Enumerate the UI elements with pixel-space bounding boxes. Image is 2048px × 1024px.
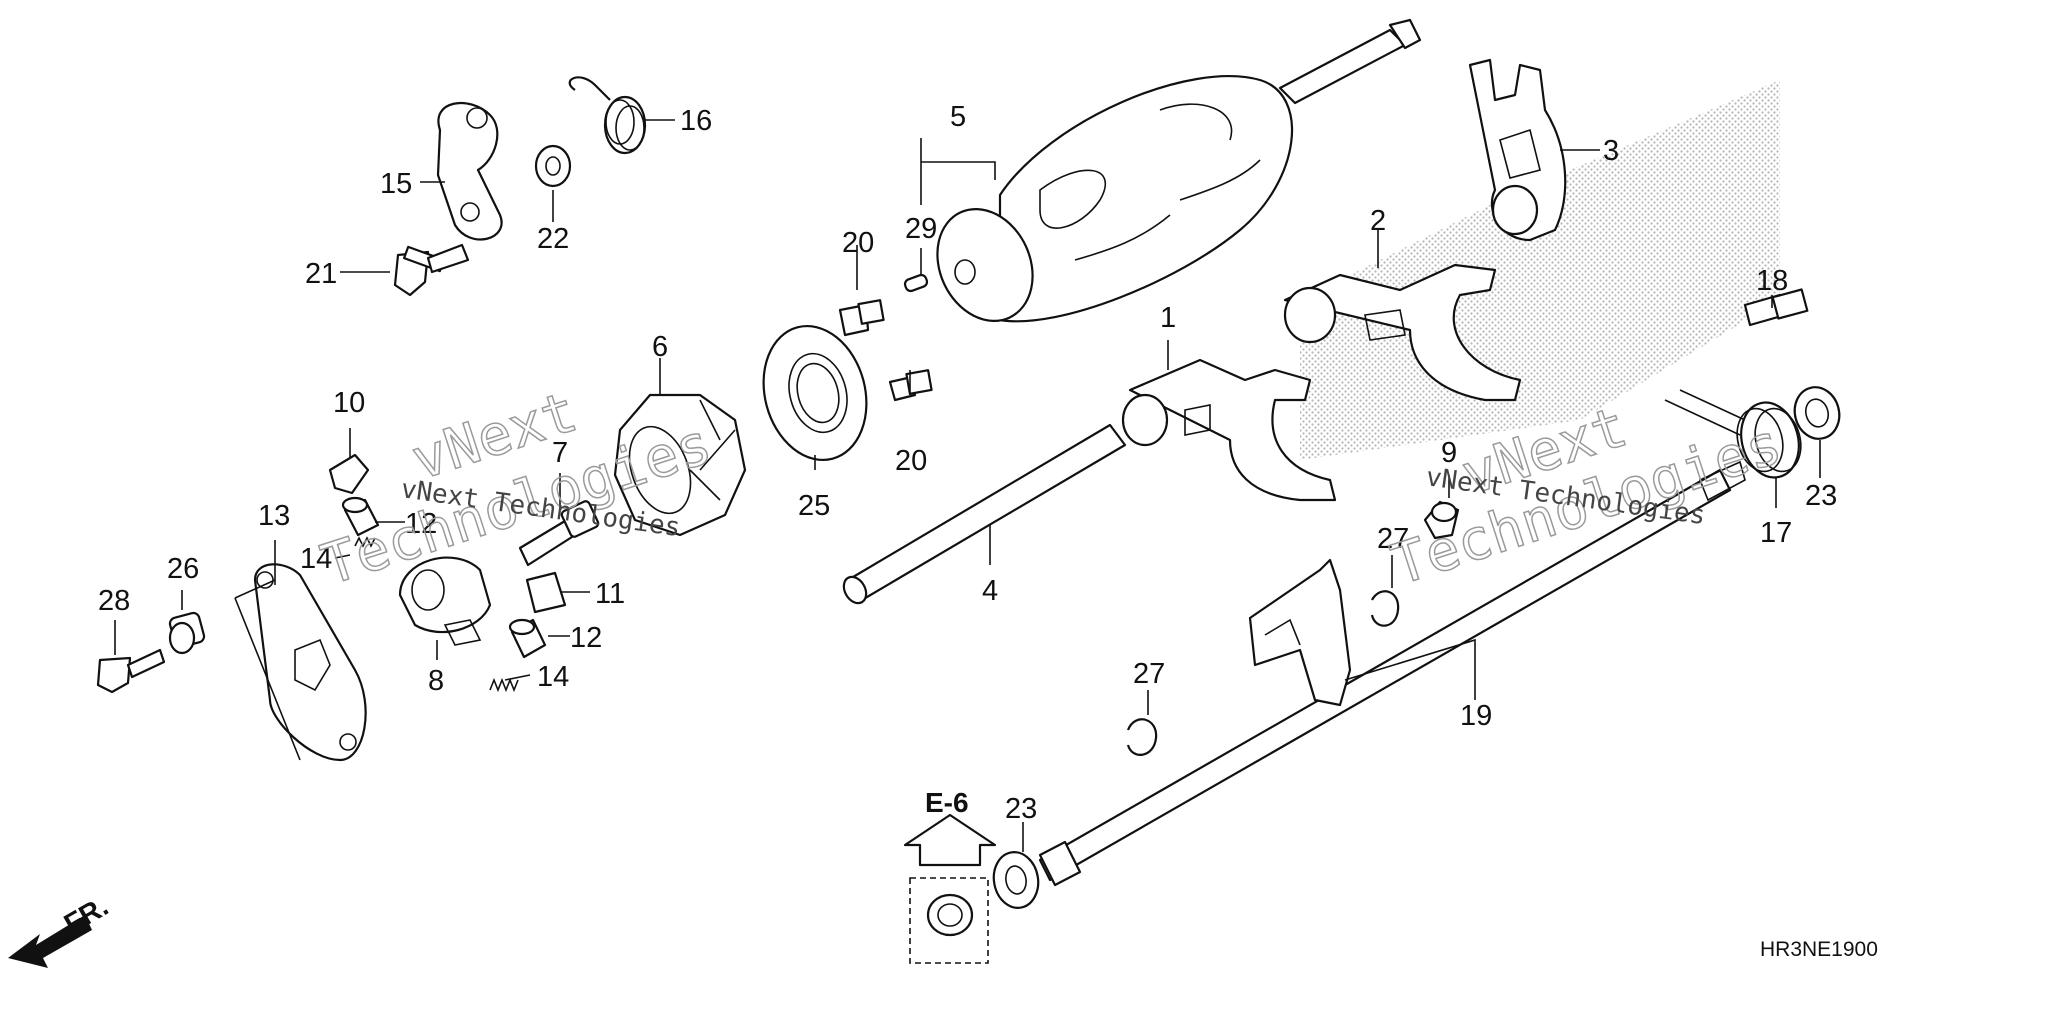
callout-12-upper[interactable]: 12 [405, 508, 437, 540]
part-17-spring[interactable] [1664, 389, 1808, 484]
callout-2[interactable]: 2 [1370, 205, 1386, 237]
callout-14-upper[interactable]: 14 [300, 543, 332, 575]
part-4-rod[interactable] [839, 423, 1127, 607]
callout-27-upper[interactable]: 27 [1377, 523, 1409, 555]
callout-18[interactable]: 18 [1756, 265, 1788, 297]
callout-23-lower[interactable]: 23 [1005, 793, 1037, 825]
leader-lines [114, 119, 1821, 852]
callout-4[interactable]: 4 [982, 575, 998, 607]
callout-5[interactable]: 5 [950, 101, 966, 133]
part-23-washer-lower[interactable] [989, 849, 1042, 912]
part-12-cap-lower[interactable] [508, 618, 547, 659]
part-7-shaft[interactable] [518, 500, 600, 567]
callout-29[interactable]: 29 [905, 213, 937, 245]
part-14-spring-lower[interactable] [489, 677, 519, 693]
part-28-bolt[interactable] [96, 648, 166, 694]
callout-10[interactable]: 10 [333, 387, 365, 419]
part-8-cam[interactable] [398, 556, 492, 646]
callout-25[interactable]: 25 [798, 490, 830, 522]
part-15-plate[interactable] [436, 101, 503, 241]
callout-7[interactable]: 7 [552, 437, 568, 469]
callout-9[interactable]: 9 [1441, 437, 1457, 469]
part-21-bolt[interactable] [393, 243, 470, 297]
callout-labels: 1 2 3 4 5 6 7 8 9 10 11 12 12 13 14 14 1… [98, 101, 1837, 825]
e6-reference[interactable] [903, 813, 997, 964]
callout-16[interactable]: 16 [680, 105, 712, 137]
callout-19[interactable]: 19 [1460, 700, 1492, 732]
part-11-block[interactable] [525, 571, 567, 614]
callout-6[interactable]: 6 [652, 331, 668, 363]
callout-11[interactable]: 11 [595, 578, 625, 610]
callout-20-upper[interactable]: 20 [842, 227, 874, 259]
part-20-bolt-lower[interactable] [888, 369, 933, 402]
part-1-shift-fork[interactable] [1121, 358, 1337, 502]
front-arrow [8, 915, 92, 968]
callout-3[interactable]: 3 [1603, 135, 1619, 167]
reference-label[interactable]: E-6 [925, 787, 969, 818]
part-16-spring[interactable] [568, 76, 647, 155]
callout-23-upper[interactable]: 23 [1805, 480, 1837, 512]
callout-17[interactable]: 17 [1760, 517, 1792, 549]
part-18-bolt[interactable] [1743, 288, 1809, 327]
part-27-clip-lower[interactable] [1126, 718, 1158, 756]
callout-27-lower[interactable]: 27 [1133, 658, 1165, 690]
callout-13[interactable]: 13 [258, 500, 290, 532]
callout-20-lower[interactable]: 20 [895, 445, 927, 477]
part-5-shift-drum[interactable] [920, 18, 1422, 337]
part-12-cap-upper[interactable] [341, 496, 380, 537]
part-26-collar[interactable] [168, 611, 206, 655]
callout-28[interactable]: 28 [98, 585, 130, 617]
callout-12-lower[interactable]: 12 [570, 622, 602, 654]
part-6-gear[interactable] [613, 393, 747, 537]
callout-21[interactable]: 21 [305, 258, 337, 290]
part-23-washer-upper[interactable] [1789, 382, 1845, 444]
callout-22[interactable]: 22 [537, 223, 569, 255]
callout-1[interactable]: 1 [1160, 302, 1176, 334]
part-19-shift-shaft[interactable] [1038, 460, 1746, 887]
part-25-bearing[interactable] [749, 314, 881, 471]
callout-14-lower[interactable]: 14 [537, 661, 569, 693]
part-9-bushing[interactable] [1423, 500, 1460, 540]
part-13-plate[interactable] [253, 563, 367, 762]
part-3-shift-fork[interactable] [1468, 58, 1567, 242]
part-27-clip-upper[interactable] [1370, 590, 1400, 627]
part-20-bolt-upper[interactable] [838, 299, 885, 337]
part-10-clip[interactable] [328, 453, 370, 495]
diagram-code: HR3NE1900 [1760, 938, 1878, 961]
part-22-washer[interactable] [534, 144, 572, 188]
callout-8[interactable]: 8 [428, 665, 444, 697]
part-2-shift-fork[interactable] [1283, 263, 1522, 402]
part-14-spring-upper[interactable] [354, 536, 376, 548]
callout-26[interactable]: 26 [167, 553, 199, 585]
part-29-pin[interactable] [903, 273, 929, 293]
callout-15[interactable]: 15 [380, 168, 412, 200]
